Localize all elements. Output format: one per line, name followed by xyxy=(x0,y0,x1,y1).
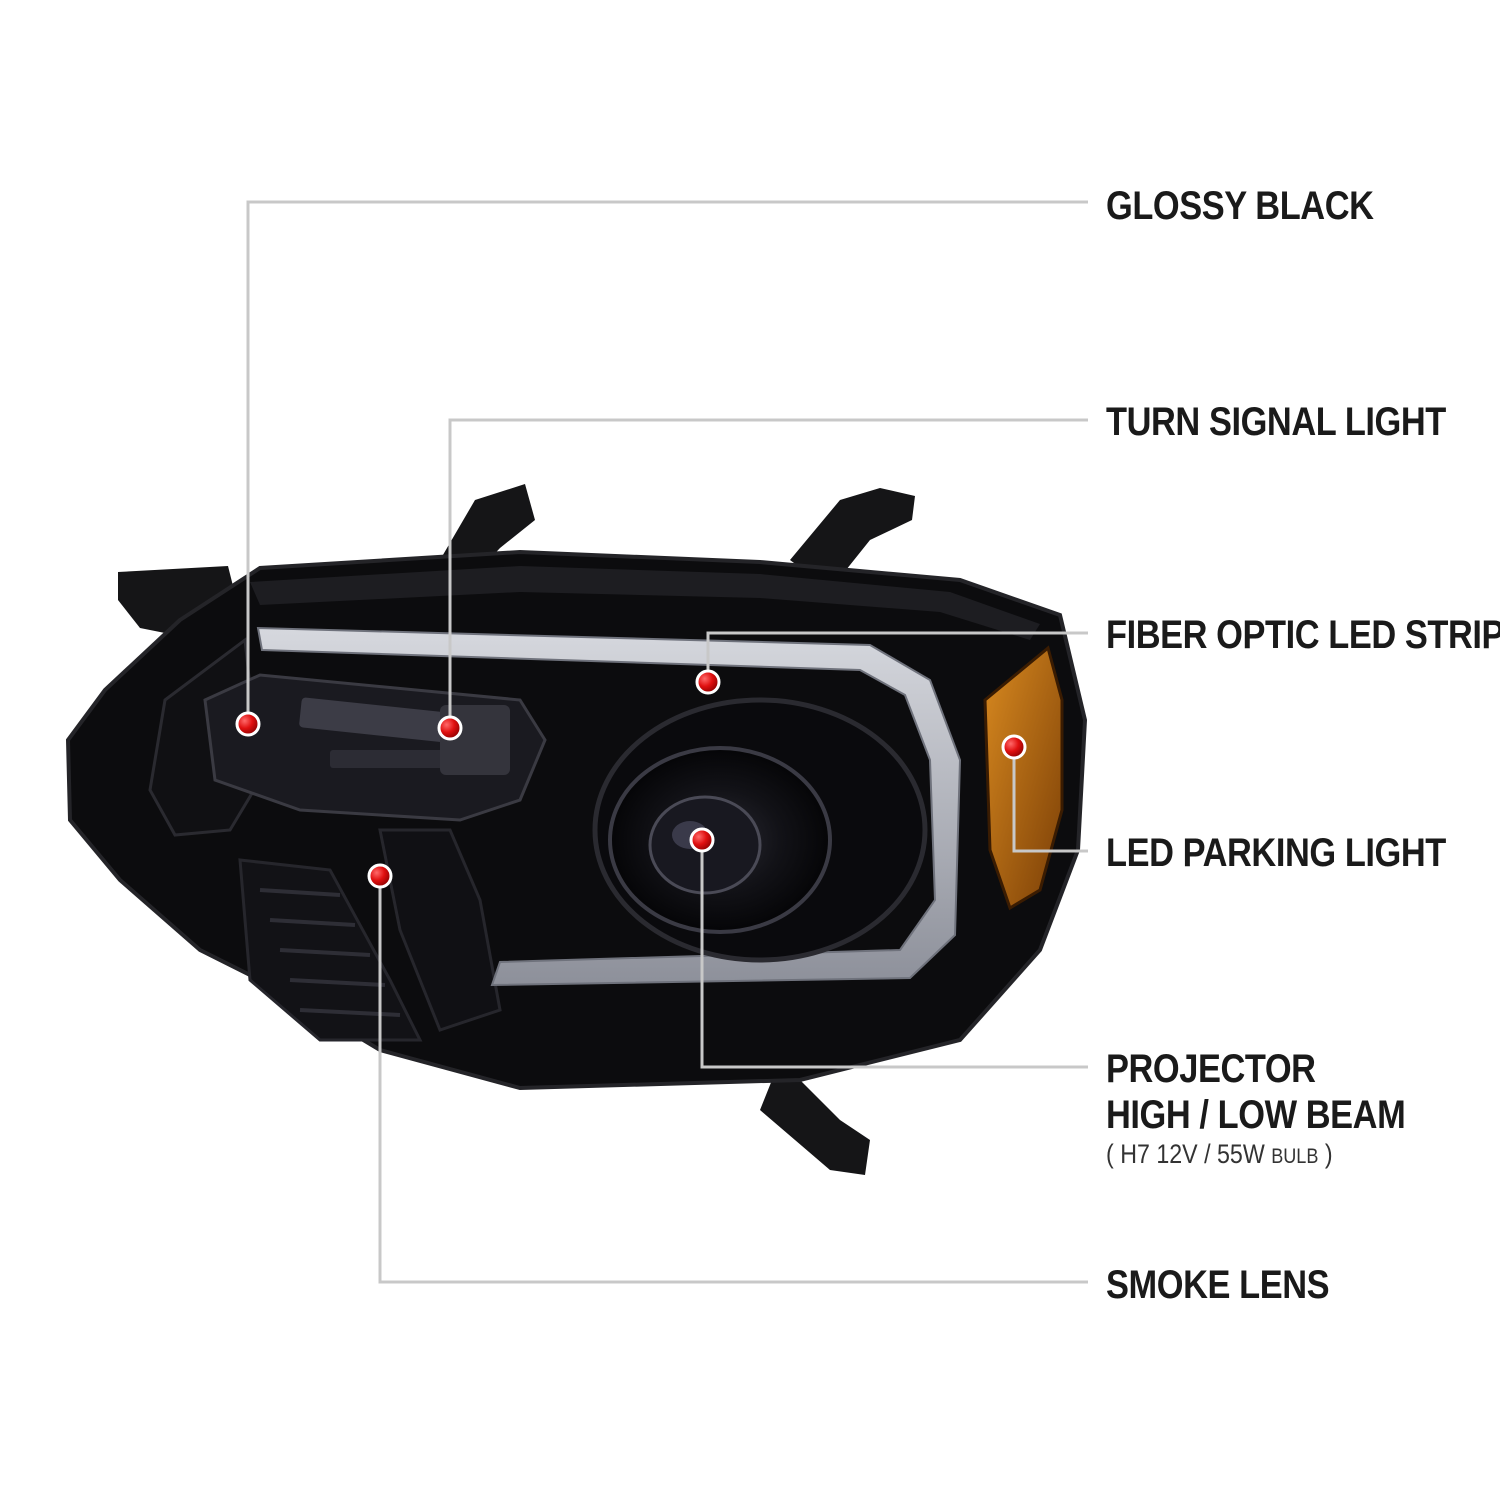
label-projector: PROJECTOR HIGH / LOW BEAM ( H7 12V / 55W… xyxy=(1106,1046,1406,1173)
label-projector-bulb-note: ( H7 12V / 55W BULB ) xyxy=(1106,1138,1405,1173)
lower-grille xyxy=(238,828,502,1042)
marker-led-strip xyxy=(695,669,721,695)
leader-lines xyxy=(246,200,1088,1284)
note-open: ( xyxy=(1106,1139,1121,1169)
leader-led-strip xyxy=(706,631,1088,682)
label-projector-line2: HIGH / LOW BEAM xyxy=(1106,1093,1406,1137)
label-turn-signal-light: TURN SIGNAL LIGHT xyxy=(1106,400,1446,444)
label-glossy-black: GLOSSY BLACK xyxy=(1106,184,1374,228)
leader-projector xyxy=(700,840,1088,1069)
note-unit: BULB xyxy=(1271,1145,1319,1168)
label-led-parking-light: LED PARKING LIGHT xyxy=(1106,831,1446,875)
leader-smoke-lens xyxy=(378,876,1088,1284)
label-projector-line1: PROJECTOR xyxy=(1106,1047,1316,1091)
note-spec: H7 12V / 55W xyxy=(1120,1139,1272,1169)
projector-lens xyxy=(592,697,928,963)
callout-markers xyxy=(235,669,1027,889)
marker-projector xyxy=(689,827,715,853)
housing-rim xyxy=(250,566,1040,640)
marker-glossy-black xyxy=(235,711,261,737)
marker-turn-signal xyxy=(437,715,463,741)
fiber-optic-led-strip xyxy=(256,626,962,987)
marker-parking-light xyxy=(1001,734,1027,760)
marker-smoke-lens xyxy=(367,863,393,889)
leader-turn-signal xyxy=(448,418,1088,728)
leader-glossy-black xyxy=(246,200,1088,724)
note-close: ) xyxy=(1318,1139,1333,1169)
label-smoke-lens: SMOKE LENS xyxy=(1106,1263,1330,1307)
label-fiber-optic-led-strip: FIBER OPTIC LED STRIP xyxy=(1106,613,1500,657)
leader-parking-light xyxy=(1012,747,1088,853)
